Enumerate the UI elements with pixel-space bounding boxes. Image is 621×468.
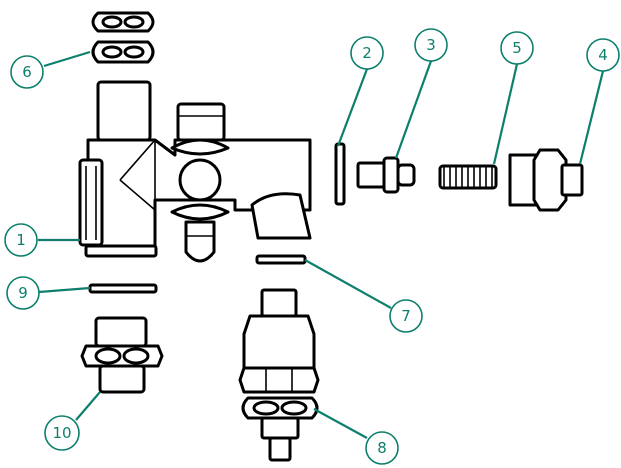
callout-9: 9 <box>6 276 40 310</box>
svg-text:7: 7 <box>401 307 411 325</box>
part-6-nuts <box>91 11 155 64</box>
svg-text:1: 1 <box>16 231 26 249</box>
callout-6: 6 <box>10 55 44 89</box>
svg-text:3: 3 <box>426 36 436 54</box>
callout-2: 2 <box>350 36 384 70</box>
part-9-washer <box>88 283 158 294</box>
leader-lines <box>38 50 605 439</box>
callout-5: 5 <box>500 31 534 65</box>
callout-1: 1 <box>4 223 38 257</box>
valve-body <box>78 80 312 263</box>
callout-4: 4 <box>586 38 620 72</box>
callout-7: 7 <box>389 299 423 333</box>
part-4-fitting <box>508 148 584 212</box>
svg-text:5: 5 <box>512 39 522 57</box>
callout-10: 10 <box>44 415 80 451</box>
svg-text:10: 10 <box>52 424 71 442</box>
callout-8: 8 <box>365 431 399 465</box>
svg-text:9: 9 <box>18 284 28 302</box>
svg-text:6: 6 <box>22 63 32 81</box>
part-3-insert <box>356 156 416 194</box>
part-8-switch <box>238 288 320 462</box>
part-10-connector <box>80 316 164 394</box>
nut-upper <box>91 11 155 33</box>
svg-text:8: 8 <box>377 439 387 457</box>
nut-lower <box>91 40 155 64</box>
part-5-spring <box>438 164 498 190</box>
part-7-washer <box>255 254 307 265</box>
callout-3: 3 <box>414 28 448 62</box>
svg-text:2: 2 <box>362 44 372 62</box>
svg-text:4: 4 <box>598 46 608 64</box>
part-2-gasket <box>334 142 346 206</box>
